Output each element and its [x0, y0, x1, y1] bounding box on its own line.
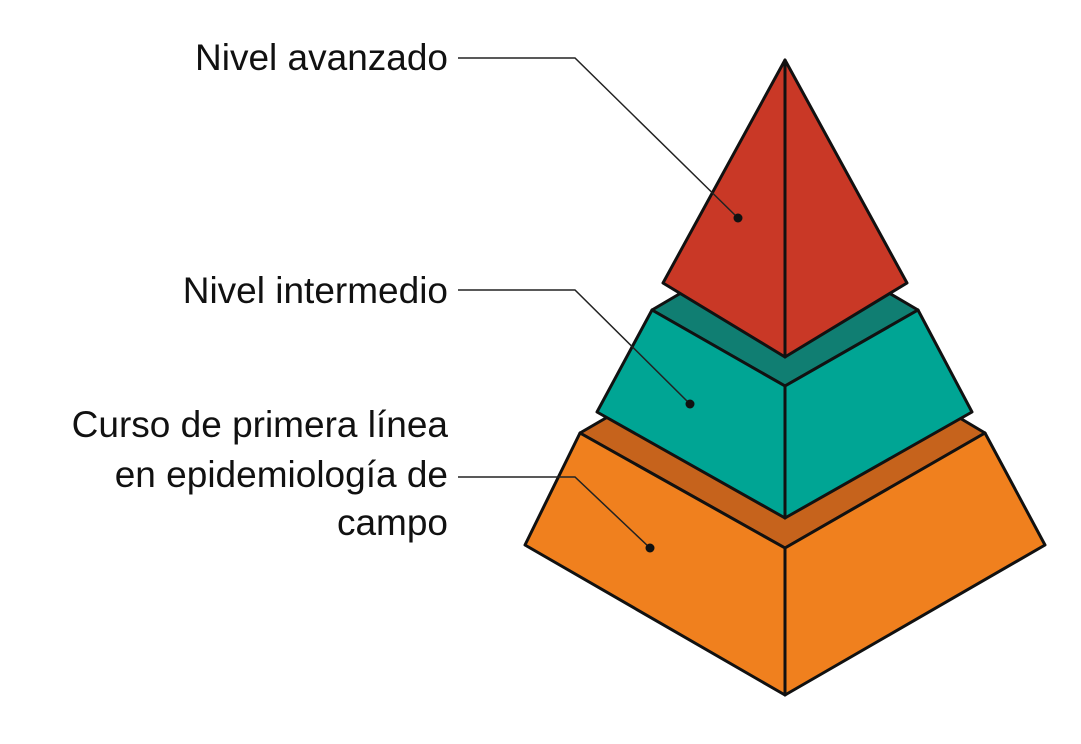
- label-advanced: Nivel avanzado: [195, 37, 448, 78]
- label-frontline-line-1: Curso de primera línea: [72, 404, 449, 445]
- label-frontline-line-2: en epidemiología de: [115, 454, 448, 495]
- label-frontline-line-3: campo: [337, 502, 448, 543]
- leader-dot-advanced: [733, 213, 743, 223]
- leader-frontline: [458, 476, 655, 553]
- tier-advanced: [661, 58, 909, 359]
- leader-line-advanced: [458, 57, 739, 219]
- tier-intermediate-right-face: [783, 308, 974, 520]
- leader-dot-frontline: [645, 543, 655, 553]
- label-frontline: Curso de primera línea en epidemiología …: [72, 404, 449, 543]
- leader-dot-intermediate: [685, 399, 695, 409]
- tier-advanced-right-face: [783, 58, 909, 359]
- leader-advanced: [458, 57, 743, 223]
- leader-line-frontline: [458, 476, 651, 549]
- leader-intermediate: [458, 289, 695, 409]
- leader-line-intermediate: [458, 289, 691, 405]
- label-intermediate: Nivel intermedio: [183, 270, 448, 311]
- tier-frontline-right-face: [783, 431, 1047, 697]
